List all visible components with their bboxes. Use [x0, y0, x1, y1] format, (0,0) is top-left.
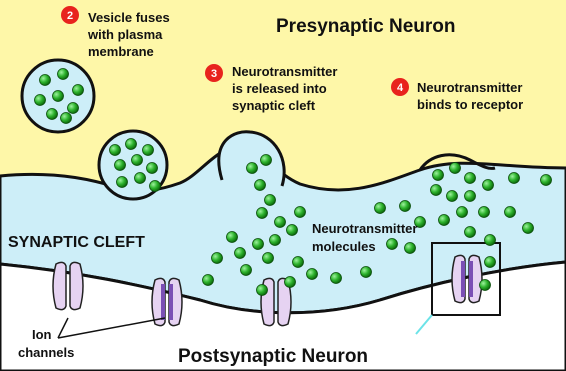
neurotransmitter-molecule: [361, 267, 372, 278]
neurotransmitter-molecule: [61, 113, 72, 124]
nt-molecules-label-line-2: molecules: [312, 239, 376, 254]
neurotransmitter-molecule: [53, 91, 64, 102]
neurotransmitter-molecule: [457, 207, 468, 218]
step-2-line-2: with plasma: [87, 27, 163, 42]
synaptic-cleft-label: SYNAPTIC CLEFT: [8, 234, 145, 251]
neurotransmitter-molecule: [287, 225, 298, 236]
neurotransmitter-molecule: [203, 275, 214, 286]
neurotransmitter-molecule: [270, 235, 281, 246]
neurotransmitter-molecule: [261, 155, 272, 166]
postsynaptic-label: Postsynaptic Neuron: [178, 346, 368, 367]
neurotransmitter-molecule: [235, 248, 246, 259]
neurotransmitter-molecule: [265, 195, 276, 206]
step-2-line-3: membrane: [88, 44, 154, 59]
neurotransmitter-molecule: [68, 103, 79, 114]
neurotransmitter-molecule: [387, 239, 398, 250]
neurotransmitter-molecule: [541, 175, 552, 186]
neurotransmitter-molecule: [431, 185, 442, 196]
neurotransmitter-molecule: [263, 253, 274, 264]
step-badge-4: 4: [391, 78, 409, 96]
neurotransmitter-molecule: [73, 85, 84, 96]
neurotransmitter-molecule: [110, 145, 121, 156]
neurotransmitter-molecule: [509, 173, 520, 184]
neurotransmitter-molecule: [126, 139, 137, 150]
neurotransmitter-molecule: [447, 191, 458, 202]
step-badge-3-number: 3: [211, 68, 217, 80]
neurotransmitter-molecule: [257, 285, 268, 296]
ion-channels-label-line-2: channels: [18, 345, 74, 360]
neurotransmitter-molecule: [285, 277, 296, 288]
neurotransmitter-molecule: [433, 170, 444, 181]
neurotransmitter-molecule: [117, 177, 128, 188]
neurotransmitter-molecule: [439, 215, 450, 226]
neurotransmitter-molecule: [255, 180, 266, 191]
neurotransmitter-molecule: [58, 69, 69, 80]
neurotransmitter-molecule: [375, 203, 386, 214]
step-4-line-2: binds to receptor: [417, 97, 523, 112]
neurotransmitter-molecule: [143, 145, 154, 156]
neurotransmitter-molecule: [479, 207, 490, 218]
neurotransmitter-molecule: [253, 239, 264, 250]
ion-channels-label-line-1: Ion: [32, 327, 52, 342]
step-3-line-1: Neurotransmitter: [232, 64, 337, 79]
neurotransmitter-molecule: [135, 173, 146, 184]
neurotransmitter-molecule: [40, 75, 51, 86]
step-3-line-3: synaptic cleft: [232, 98, 316, 113]
neurotransmitter-molecule: [132, 155, 143, 166]
neurotransmitter-molecule: [450, 163, 461, 174]
neurotransmitter-molecule: [480, 280, 491, 291]
step-badge-2-number: 2: [67, 10, 73, 22]
neurotransmitter-molecule: [485, 257, 496, 268]
neurotransmitter-molecule: [400, 201, 411, 212]
neurotransmitter-molecule: [293, 257, 304, 268]
step-3-line-2: is released into: [232, 81, 327, 96]
neurotransmitter-molecule: [505, 207, 516, 218]
neurotransmitter-molecule: [227, 232, 238, 243]
presynaptic-label: Presynaptic Neuron: [276, 16, 456, 37]
step-4-line-1: Neurotransmitter: [417, 80, 522, 95]
neurotransmitter-molecule: [247, 163, 258, 174]
neurotransmitter-molecule: [212, 253, 223, 264]
neurotransmitter-molecule: [465, 227, 476, 238]
neurotransmitter-molecule: [295, 207, 306, 218]
neurotransmitter-molecule: [35, 95, 46, 106]
neurotransmitter-molecule: [241, 265, 252, 276]
neurotransmitter-molecule: [483, 180, 494, 191]
neurotransmitter-molecule: [150, 181, 161, 192]
neurotransmitter-molecule: [523, 223, 534, 234]
step-badge-2: 2: [61, 6, 79, 24]
neurotransmitter-molecule: [331, 273, 342, 284]
neurotransmitter-molecule: [465, 173, 476, 184]
neurotransmitter-molecule: [257, 208, 268, 219]
neurotransmitter-molecule: [465, 191, 476, 202]
neurotransmitter-molecule: [147, 163, 158, 174]
nt-molecules-label-line-1: Neurotransmitter: [312, 221, 417, 236]
step-badge-3: 3: [205, 64, 223, 82]
neurotransmitter-molecule: [275, 217, 286, 228]
step-2-line-1: Vesicle fuses: [88, 10, 170, 25]
neurotransmitter-molecule: [47, 109, 58, 120]
neurotransmitter-molecule: [115, 160, 126, 171]
step-badge-4-number: 4: [397, 82, 404, 94]
neurotransmitter-molecule: [307, 269, 318, 280]
neurotransmitter-molecule: [485, 235, 496, 246]
neurotransmitter-molecule: [405, 243, 416, 254]
